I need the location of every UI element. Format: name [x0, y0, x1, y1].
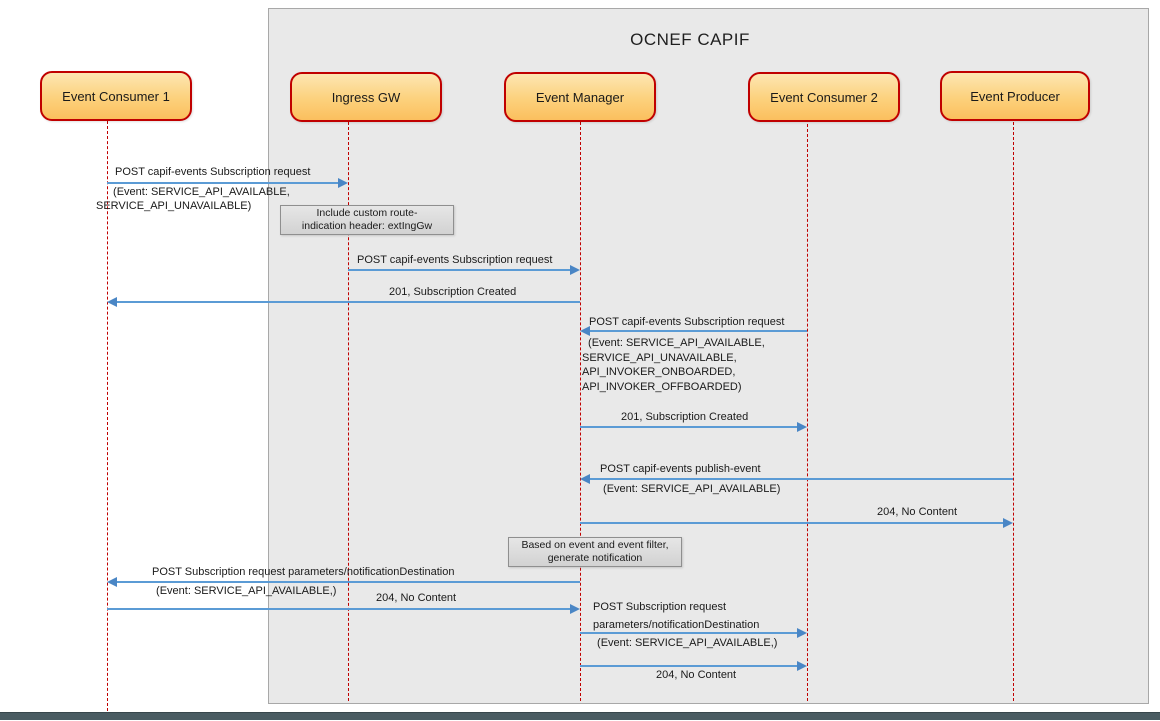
message-label: POST capif-events Subscription request — [357, 254, 553, 266]
actor-event-manager: Event Manager — [504, 72, 656, 122]
lifeline-event-manager — [580, 122, 581, 701]
message-label: 204, No Content — [877, 506, 958, 518]
message-label: POST Subscription request parameters/not… — [152, 566, 455, 578]
message-label: POST capif-events publish-event — [600, 463, 761, 475]
message-detail: (Event: SERVICE_API_AVAILABLE) — [600, 483, 781, 495]
bottom-window-edge — [0, 712, 1160, 720]
message-label: POST Subscription request — [593, 601, 727, 613]
message-detail: API_INVOKER_ONBOARDED, — [582, 366, 736, 378]
message-label: POST capif-events Subscription request — [115, 166, 311, 178]
arrowhead-right-icon — [338, 178, 348, 188]
message-arrow-subscribe-ec2 — [580, 326, 807, 336]
message-arrow-204-ec1 — [107, 604, 580, 614]
arrowhead-left-icon — [107, 577, 117, 587]
arrowhead-right-icon — [1003, 518, 1013, 528]
arrowhead-right-icon — [797, 628, 807, 638]
actor-ingress-gw: Ingress GW — [290, 72, 442, 122]
message-detail: SERVICE_API_UNAVAILABLE) — [96, 200, 252, 212]
message-arrow-subscribe-gw — [348, 265, 580, 275]
note-line: generate notification — [547, 552, 643, 564]
message-label: 204, No Content — [656, 669, 737, 681]
note-generate-notification: Based on event and event filter, generat… — [508, 537, 682, 567]
lifeline-event-consumer-2 — [807, 124, 808, 701]
message-arrow-notify-ec1 — [107, 577, 580, 587]
message-arrow-201-ec2 — [580, 422, 807, 432]
message-label: 201, Subscription Created — [621, 411, 749, 423]
message-arrow-publish-event — [580, 474, 1013, 484]
lifeline-event-consumer-1 — [107, 121, 108, 711]
arrowhead-left-icon — [107, 297, 117, 307]
message-label: POST capif-events Subscription request — [589, 316, 785, 328]
message-arrow-201-ec1 — [107, 297, 580, 307]
arrowhead-right-icon — [797, 422, 807, 432]
arrowhead-right-icon — [797, 661, 807, 671]
message-arrow-notify-ec2 — [580, 628, 807, 638]
actor-event-producer: Event Producer — [940, 71, 1090, 121]
message-detail: (Event: SERVICE_API_AVAILABLE, — [110, 186, 290, 198]
actor-event-consumer-2: Event Consumer 2 — [748, 72, 900, 122]
system-boundary-frame — [268, 8, 1149, 704]
actor-event-consumer-1: Event Consumer 1 — [40, 71, 192, 121]
lifeline-ingress-gw — [348, 122, 349, 701]
message-detail: (Event: SERVICE_API_AVAILABLE,) — [594, 637, 778, 649]
arrowhead-left-icon — [580, 326, 590, 336]
message-arrow-204-producer — [580, 518, 1013, 528]
lifeline-event-producer — [1013, 122, 1014, 701]
note-line: Include custom route- — [316, 207, 418, 219]
message-detail: SERVICE_API_UNAVAILABLE, — [582, 352, 737, 364]
message-detail: API_INVOKER_OFFBOARDED) — [582, 381, 742, 393]
message-label: parameters/notificationDestination — [593, 619, 760, 631]
note-line: Based on event and event filter, — [521, 539, 669, 551]
note-route-indication: Include custom route- indication header:… — [280, 205, 454, 235]
message-label: 201, Subscription Created — [389, 286, 517, 298]
arrowhead-left-icon — [580, 474, 590, 484]
message-detail: (Event: SERVICE_API_AVAILABLE,) — [153, 585, 337, 597]
frame-title: OCNEF CAPIF — [630, 30, 750, 49]
arrowhead-right-icon — [570, 604, 580, 614]
arrowhead-right-icon — [570, 265, 580, 275]
message-detail: (Event: SERVICE_API_AVAILABLE, — [585, 337, 765, 349]
message-label: 204, No Content — [376, 592, 457, 604]
note-line: indication header: extIngGw — [301, 220, 433, 232]
message-arrow-204-ec2 — [580, 661, 807, 671]
message-arrow-subscribe-ec1 — [107, 178, 348, 188]
